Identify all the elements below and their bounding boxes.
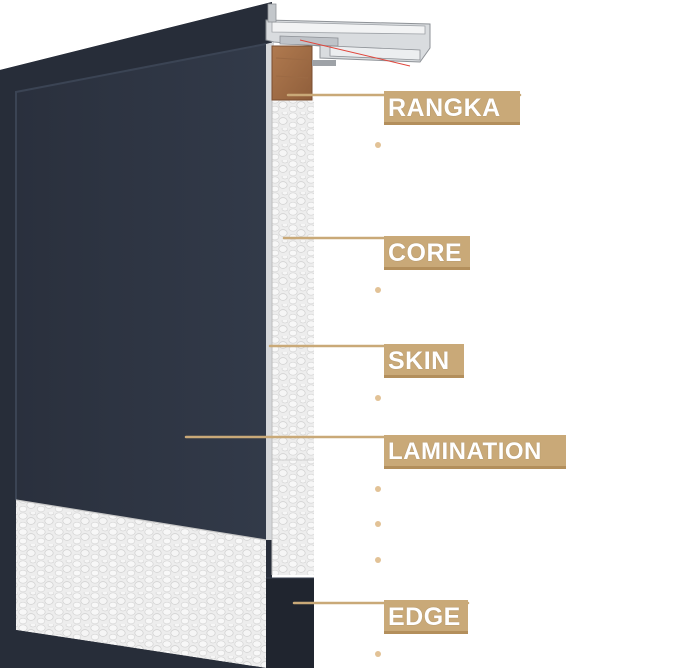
- label-skin: SKIN: [384, 344, 464, 378]
- label-rangka: RANGKA: [384, 91, 520, 125]
- label-edge: EDGE: [384, 600, 468, 634]
- core-foam: [271, 98, 314, 575]
- panel-face: [15, 43, 267, 540]
- bullet-dot: [375, 287, 381, 293]
- bullet-dot: [375, 651, 381, 657]
- bullet-dot: [375, 142, 381, 148]
- label-lamination: LAMINATION: [384, 435, 566, 469]
- top-profile: [265, 3, 431, 67]
- bullet-dot: [375, 486, 381, 492]
- wood-frame-block: [271, 45, 313, 101]
- edge-block: [266, 577, 314, 668]
- label-core: CORE: [384, 236, 470, 270]
- bullet-dot: [375, 395, 381, 401]
- bullet-dot: [375, 521, 381, 527]
- bottom-foam-section: [15, 499, 267, 668]
- bullet-dot: [375, 557, 381, 563]
